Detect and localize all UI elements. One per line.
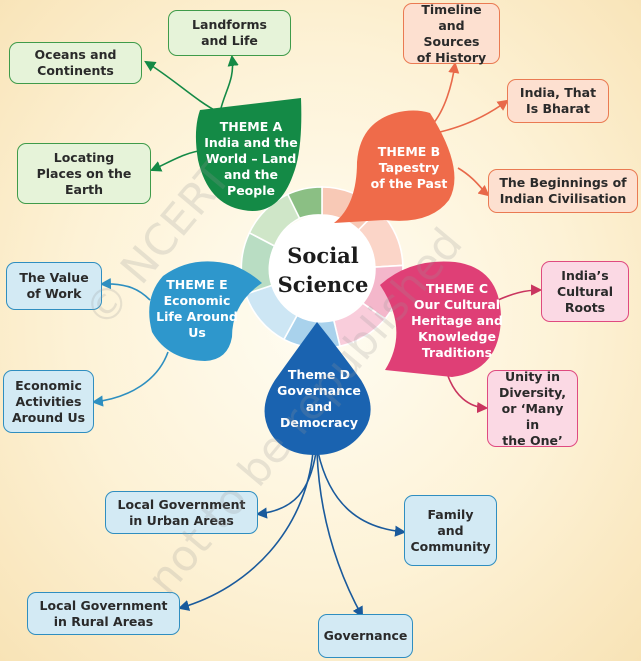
center-title: Social Science: [277, 243, 369, 297]
connector-d-family: [317, 451, 407, 537]
topic-locating-places: Locating Places on the Earth: [17, 143, 151, 204]
theme-e-label: THEME E Economic Life Around Us: [156, 277, 238, 340]
topic-beginnings-of-civilisation: The Beginnings of Indian Civilisation: [488, 169, 638, 213]
topic-family-and-community: Family and Community: [404, 495, 497, 566]
connector-d-urban: [255, 451, 317, 519]
topic-value-of-work: The Value of Work: [6, 262, 102, 310]
topic-economic-activities: Economic Activities Around Us: [3, 370, 94, 433]
connector-a-landforms: [219, 54, 239, 113]
theme-a-shape: [195, 98, 302, 211]
topic-local-govt-urban: Local Government in Urban Areas: [105, 491, 258, 534]
topic-india-that-is-bharat: India, That Is Bharat: [507, 79, 609, 123]
connector-b-timeline: [431, 61, 460, 126]
connector-b-beginnings: [457, 167, 490, 197]
topic-local-govt-rural: Local Government in Rural Areas: [27, 592, 180, 635]
center-circle: [269, 215, 375, 321]
connector-c-roots: [497, 284, 543, 301]
connector-b-india: [439, 99, 509, 133]
topic-cultural-roots: India’s Cultural Roots: [541, 261, 629, 322]
theme-e-shape: [149, 261, 262, 361]
connector-e-economic: [91, 351, 169, 407]
theme-b-shape: [334, 110, 455, 223]
connector-d-governance: [316, 451, 364, 618]
theme-c-shape: [380, 261, 501, 377]
connector-c-unity: [447, 375, 489, 414]
topic-landforms-and-life: Landforms and Life: [168, 10, 291, 56]
topic-oceans-and-continents: Oceans and Continents: [9, 42, 142, 84]
connector-a-oceans: [144, 60, 219, 113]
theme-b-label: THEME B Tapestry of the Past: [370, 144, 448, 191]
theme-d-label: Theme D Governance and Democracy: [277, 367, 361, 430]
topic-governance: Governance: [318, 614, 413, 658]
theme-d-shape: [264, 322, 371, 455]
topic-timeline-and-sources: Timeline and Sources of History: [403, 2, 500, 65]
theme-a-label: THEME A India and the World – Land and t…: [204, 119, 298, 198]
connector-e-value: [99, 278, 151, 301]
topic-unity-in-diversity: Unity in Diversity, or ‘Many in the One’: [487, 369, 578, 448]
connector-d-rural: [177, 451, 314, 611]
theme-c-label: THEME C Our Cultural Heritage and Knowle…: [411, 281, 503, 360]
